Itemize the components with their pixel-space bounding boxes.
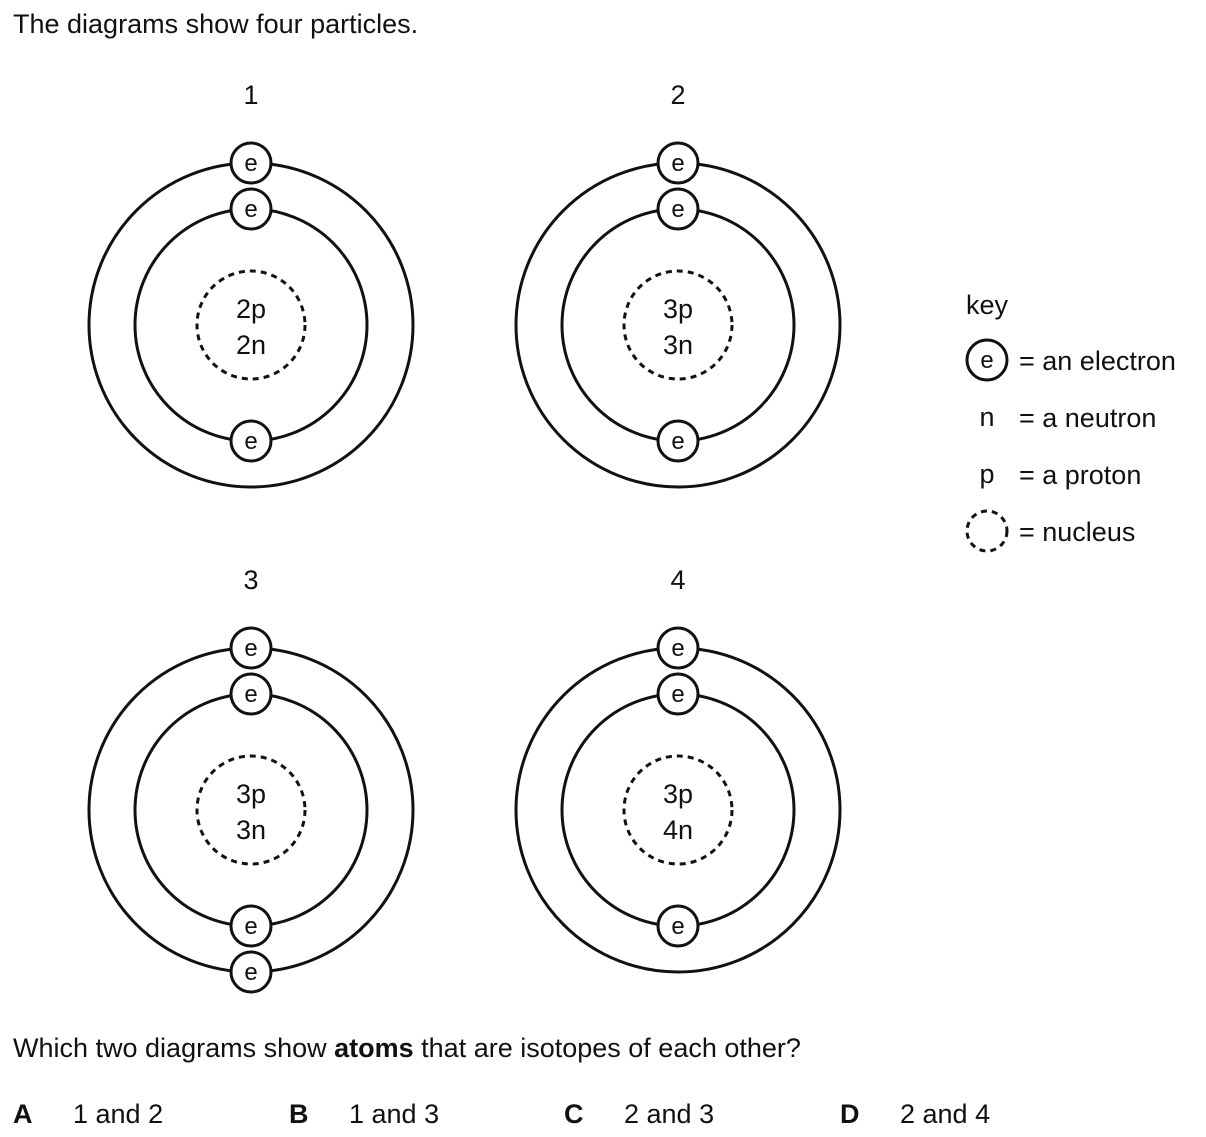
question-text: Which two diagrams show atoms that are i… bbox=[13, 1031, 801, 1065]
key-row-1: e = an electron bbox=[965, 338, 1176, 382]
option-b-letter: B bbox=[289, 1099, 309, 1129]
electron-circle bbox=[229, 904, 273, 948]
answer-options: A 1 and 2 B 1 and 3 C 2 and 3 D 2 and 4 bbox=[0, 1097, 1206, 1137]
electron-circle bbox=[656, 904, 700, 948]
proton-count: 3p bbox=[236, 779, 266, 809]
intro-text: The diagrams show four particles. bbox=[13, 9, 419, 39]
neutron-count: 2n bbox=[236, 330, 266, 360]
diagram-number: 3 bbox=[243, 565, 258, 595]
electron-label: e bbox=[671, 635, 684, 662]
electron-circle bbox=[229, 141, 273, 185]
key-description: = nucleus bbox=[1019, 517, 1135, 547]
nucleus bbox=[622, 754, 734, 866]
key-row-2: n = a neutron bbox=[979, 402, 1156, 433]
electron-inner: e bbox=[656, 419, 700, 463]
key-title: key bbox=[966, 290, 1009, 320]
electron-label: e bbox=[244, 635, 257, 662]
option-c-letter: C bbox=[564, 1099, 584, 1129]
inner-shell bbox=[560, 207, 796, 443]
electron-label: e bbox=[671, 681, 684, 708]
nucleus bbox=[622, 269, 734, 381]
diagram-number: 1 bbox=[243, 80, 258, 110]
key-description: = an electron bbox=[1019, 346, 1176, 376]
option-d[interactable]: D 2 and 4 bbox=[840, 1097, 990, 1131]
electron-outer: e bbox=[229, 141, 273, 185]
question-text-end: that are isotopes of each other? bbox=[413, 1033, 801, 1063]
neutron-count: 3n bbox=[663, 330, 693, 360]
electron-outer: e bbox=[656, 626, 700, 670]
proton-count: 3p bbox=[663, 294, 693, 324]
proton-count: 2p bbox=[236, 294, 266, 324]
electron-circle bbox=[229, 419, 273, 463]
inner-shell bbox=[133, 692, 369, 928]
electron-circle bbox=[656, 626, 700, 670]
inner-shell bbox=[133, 207, 369, 443]
option-c[interactable]: C 2 and 3 bbox=[564, 1097, 714, 1131]
option-c-text: 2 and 3 bbox=[624, 1099, 715, 1129]
diagram-number: 2 bbox=[670, 80, 685, 110]
proton-count: 3p bbox=[663, 779, 693, 809]
key-description: = a proton bbox=[1019, 460, 1141, 490]
electron-label: e bbox=[244, 196, 257, 223]
electron-circle bbox=[656, 141, 700, 185]
option-d-letter: D bbox=[840, 1099, 860, 1129]
option-b[interactable]: B 1 and 3 bbox=[289, 1097, 439, 1131]
option-a-letter: A bbox=[13, 1099, 33, 1129]
key-description: = a neutron bbox=[1019, 403, 1156, 433]
electron-inner: e bbox=[656, 187, 700, 231]
electron-inner: e bbox=[656, 904, 700, 948]
electron-label: e bbox=[244, 959, 257, 986]
neutron-count: 3n bbox=[236, 815, 266, 845]
key-electron-circle bbox=[965, 338, 1009, 382]
electron-circle bbox=[656, 672, 700, 716]
option-a-text: 1 and 2 bbox=[73, 1099, 164, 1129]
option-a[interactable]: A 1 and 2 bbox=[13, 1097, 163, 1131]
electron-outer: e bbox=[229, 950, 273, 994]
electron-label: e bbox=[244, 681, 257, 708]
key-legend: key e = an electron n = a neutron p = a proton… bbox=[965, 290, 1176, 553]
electron-circle bbox=[229, 187, 273, 231]
electron-outer: e bbox=[229, 626, 273, 670]
diagram-number: 4 bbox=[670, 565, 685, 595]
nucleus bbox=[195, 754, 307, 866]
electron-circle bbox=[656, 187, 700, 231]
electron-inner: e bbox=[229, 419, 273, 463]
key-nucleus-circle bbox=[965, 509, 1009, 553]
key-row-3: p = a proton bbox=[979, 459, 1141, 490]
question-text-start: Which two diagrams show bbox=[13, 1033, 335, 1063]
key-symbol: n bbox=[979, 402, 994, 432]
electron-label: e bbox=[671, 428, 684, 455]
electron-label: e bbox=[244, 913, 257, 940]
option-d-text: 2 and 4 bbox=[900, 1099, 991, 1129]
option-b-text: 1 and 3 bbox=[349, 1099, 440, 1129]
electron-label: e bbox=[671, 150, 684, 177]
electron-label: e bbox=[671, 913, 684, 940]
electron-label: e bbox=[244, 428, 257, 455]
inner-shell bbox=[560, 692, 796, 928]
electron-outer: e bbox=[656, 141, 700, 185]
electron-inner: e bbox=[656, 672, 700, 716]
electron-inner: e bbox=[229, 672, 273, 716]
question-bold-word: atoms bbox=[334, 1033, 414, 1063]
key-row-4: = nucleus bbox=[965, 509, 1135, 553]
electron-label: e bbox=[244, 150, 257, 177]
key-symbol: e bbox=[980, 347, 993, 374]
electron-inner: e bbox=[229, 904, 273, 948]
electron-circle bbox=[229, 626, 273, 670]
key-symbol: p bbox=[979, 459, 994, 489]
electron-circle bbox=[229, 672, 273, 716]
electron-circle bbox=[656, 419, 700, 463]
nucleus bbox=[195, 269, 307, 381]
electron-circle bbox=[229, 950, 273, 994]
neutron-count: 4n bbox=[663, 815, 693, 845]
electron-inner: e bbox=[229, 187, 273, 231]
electron-label: e bbox=[671, 196, 684, 223]
